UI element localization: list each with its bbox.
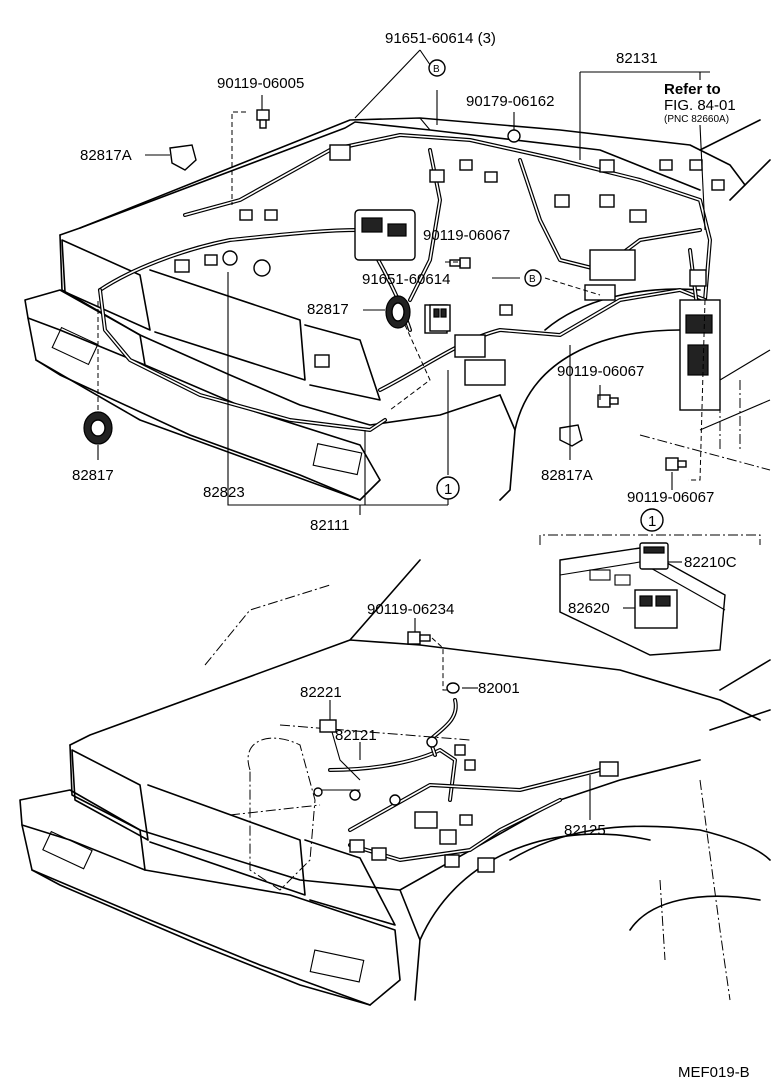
label-82620: 82620 [568, 600, 610, 617]
label-82210C: 82210C [684, 554, 737, 571]
detail-1-box [539, 534, 761, 656]
label-82121: 82121 [335, 727, 377, 744]
bolt-90119-06005 [256, 109, 270, 129]
marker-1-top-text: 1 [444, 481, 452, 498]
label-82221: 82221 [300, 684, 342, 701]
label-82823: 82823 [203, 484, 245, 501]
label-90179-06162: 90179-06162 [466, 93, 554, 110]
label-82111: 82111 [310, 517, 350, 534]
marker-b-top-text: B [433, 64, 440, 75]
bolt-90119-06067-b [597, 394, 619, 408]
label-90119-06067-a: 90119-06067 [423, 227, 510, 244]
label-82001: 82001 [478, 680, 520, 697]
label-91651-60614: 91651-60614 [362, 271, 450, 288]
label-82817-left: 82817 [72, 467, 114, 484]
nut-90179-06162 [507, 129, 521, 143]
top-small-parts [83, 109, 687, 471]
label-90119-06067-b: 90119-06067 [557, 363, 644, 380]
top-leader-lines [97, 49, 710, 515]
clamp-82817A-bottom [559, 424, 583, 447]
label-90119-06005: 90119-06005 [217, 75, 304, 92]
bottom-car-body [19, 559, 771, 1006]
label-doc-code: MEF019-B [678, 1064, 750, 1081]
label-fig-ref: FIG. 84-01 [664, 97, 736, 114]
label-82131: 82131 [616, 50, 658, 67]
bottom-harness [313, 631, 619, 873]
marker-b-mid-text: B [529, 274, 536, 285]
bolt-90119-06234 [407, 631, 431, 645]
clamp-82817A-top [169, 144, 197, 171]
label-91651-60614-3: 91651-60614 (3) [385, 30, 496, 47]
grommet-82001 [446, 682, 460, 694]
label-pnc-ref: (PNC 82660A) [664, 114, 729, 125]
label-82817A-top: 82817A [80, 147, 132, 164]
marker-1-detail-text: 1 [648, 513, 656, 530]
bolt-90119-06067-c [665, 457, 687, 471]
connector-82221 [319, 719, 337, 733]
bottom-leader-lines [329, 618, 591, 820]
marker-b-mid [524, 269, 542, 287]
label-refer-to: Refer to [664, 81, 721, 98]
label-90119-06234: 90119-06234 [367, 601, 454, 618]
part-labels: 91651-60614 (3) 90119-06005 82817A 90179… [72, 30, 750, 1081]
label-82125: 82125 [564, 822, 606, 839]
label-82817A-bottom: 82817A [541, 467, 593, 484]
marker-1-top [436, 476, 460, 500]
marker-b-top [428, 59, 446, 77]
label-90119-06067-c: 90119-06067 [627, 489, 714, 506]
bolt-90119-06067-a [449, 257, 471, 269]
label-82817-mid: 82817 [307, 301, 349, 318]
reference-markers: B B 1 1 [428, 59, 664, 532]
marker-1-detail [640, 508, 664, 532]
